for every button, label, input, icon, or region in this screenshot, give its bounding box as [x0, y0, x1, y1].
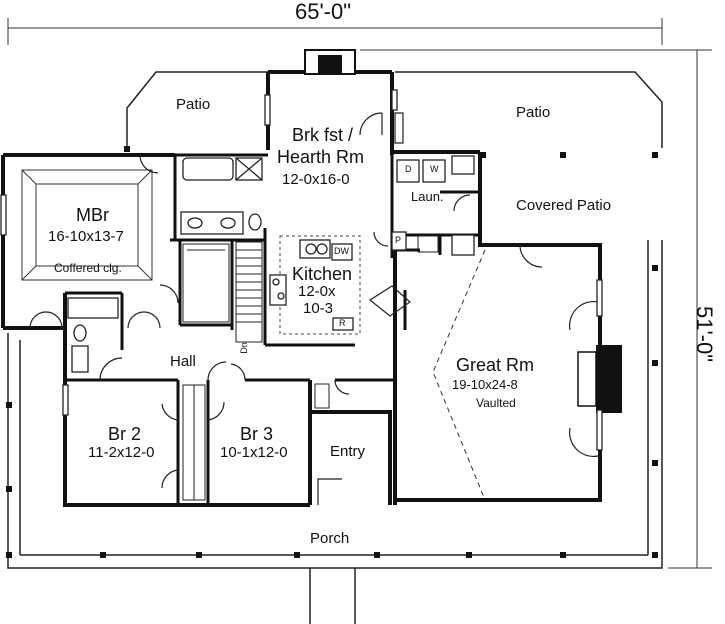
washer-label: W [430, 164, 439, 174]
fireplaces [304, 49, 622, 413]
patio-right-label: Patio [516, 104, 551, 121]
patio-left-label: Patio [176, 96, 211, 113]
dishwasher-label: DW [334, 246, 349, 256]
porch-label: Porch [310, 530, 350, 547]
bedroom3-name: Br 3 [240, 424, 274, 444]
kitchen-size-1: 12-0x [298, 283, 336, 300]
porch-posts [6, 146, 658, 558]
bedroom3-size: 10-1x12-0 [220, 444, 288, 461]
breakfast-name-1: Brk fst / [292, 125, 354, 145]
stairs [235, 241, 263, 343]
great-room-name: Great Rm [456, 355, 535, 375]
range-label: R [339, 318, 346, 328]
entry-label: Entry [330, 443, 366, 460]
breakfast-size: 12-0x16-0 [282, 171, 350, 188]
doors [29, 112, 599, 505]
kitchen-name: Kitchen [292, 264, 353, 284]
hall-label: Hall [170, 353, 196, 370]
overall-depth-label: 51'-0" [692, 306, 717, 363]
kitchen-size-2: 10-3 [303, 300, 334, 317]
bedroom2-name: Br 2 [108, 424, 142, 444]
master-bedroom-size: 16-10x13-7 [48, 228, 124, 245]
patio-outlines [126, 71, 663, 150]
master-bedroom-name: MBr [76, 205, 109, 225]
closets [182, 235, 439, 501]
bedroom2-size: 11-2x12-0 [88, 444, 155, 461]
coffered-ceiling [21, 169, 153, 281]
great-room-note: Vaulted [476, 396, 516, 410]
porch-outline [7, 240, 663, 624]
dryer-label: D [405, 164, 412, 174]
great-room-size: 19-10x24-8 [452, 377, 518, 392]
stair-down-label: Dn [238, 342, 249, 354]
kitchen-fixtures [269, 155, 475, 331]
overall-width-label: 65'-0" [295, 0, 352, 24]
dimension-lines [7, 18, 712, 569]
exterior-walls [1, 70, 602, 507]
windows [0, 89, 603, 451]
laundry-label: Laun. [411, 189, 444, 204]
covered-patio-label: Covered Patio [516, 197, 612, 214]
bath-fixtures [67, 157, 263, 373]
breakfast-name-2: Hearth Rm [277, 147, 365, 167]
pantry-label: P [395, 235, 402, 245]
coffered-ceiling-note: Coffered clg. [54, 261, 122, 275]
